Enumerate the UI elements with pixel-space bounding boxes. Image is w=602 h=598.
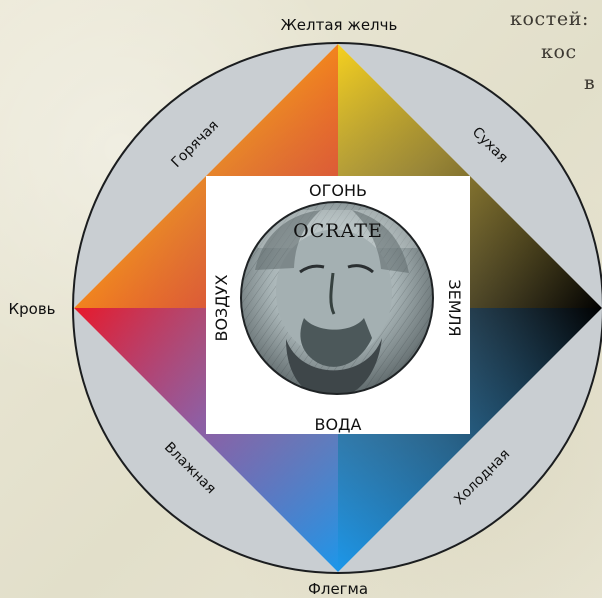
element-earth-label: ЗЕМЛЯ: [445, 279, 464, 336]
element-water-label: ВОДА: [314, 415, 361, 434]
humor-bottom-label: Флегма: [308, 580, 368, 598]
element-fire-label: ОГОНЬ: [309, 181, 367, 200]
portrait-inscription: OCRATE: [293, 220, 383, 242]
humor-top-label: Желтая желчь: [281, 16, 398, 34]
element-air-label: ВОЗДУХ: [212, 274, 231, 341]
humor-left-label: Кровь: [8, 300, 55, 318]
